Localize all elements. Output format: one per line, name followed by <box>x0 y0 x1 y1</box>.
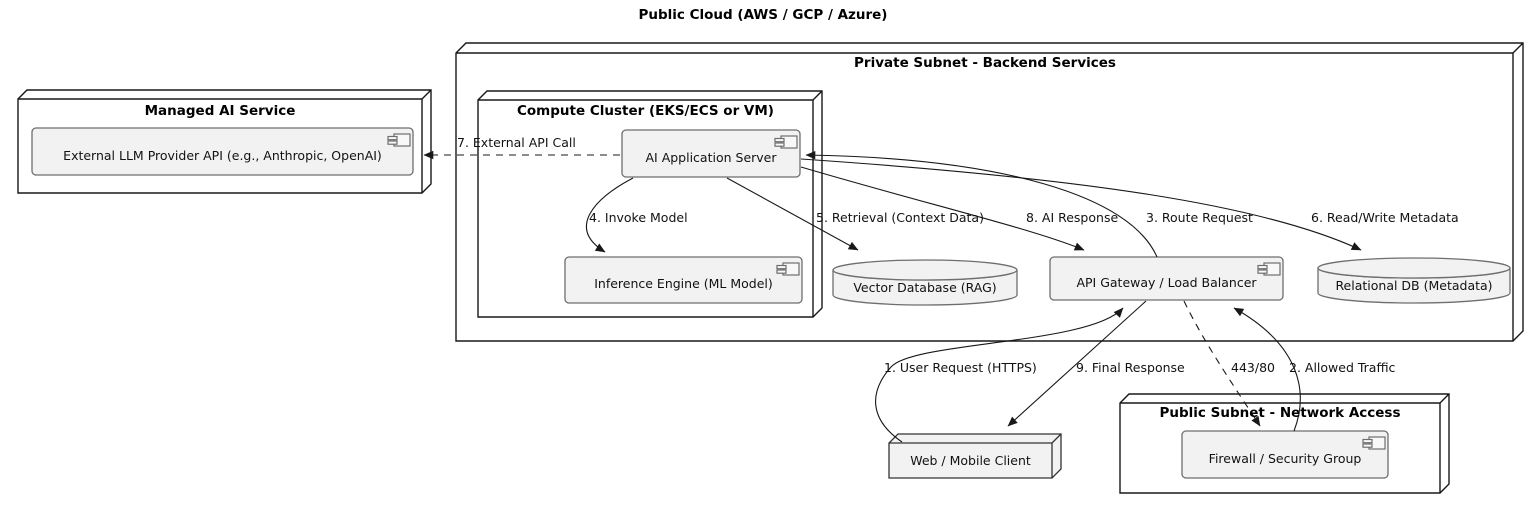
edge-label-2: 2. Allowed Traffic <box>1289 360 1396 375</box>
component-ai-app-server-label: AI Application Server <box>645 149 777 165</box>
node-web-client-box <box>888 433 1062 479</box>
edge-4-invoke-model <box>585 177 634 253</box>
component-api-gateway-box <box>1049 256 1284 301</box>
edge-9-final-response <box>1007 300 1147 427</box>
edge-label-6: 6. Read/Write Metadata <box>1311 210 1459 225</box>
edge-label-1: 1. User Request (HTTPS) <box>884 360 1037 375</box>
component-firewall-box <box>1181 430 1389 479</box>
component-api-gateway-label: API Gateway / Load Balancer <box>1076 274 1257 290</box>
edge-label-9: 9. Final Response <box>1076 360 1185 375</box>
edge-5-retrieval <box>726 177 859 251</box>
node-public-subnet-title: Public Subnet - Network Access <box>1159 405 1401 421</box>
db-vector-cylinder <box>832 259 1018 306</box>
diagram-title: Public Cloud (AWS / GCP / Azure) <box>638 7 888 23</box>
db-vector-label: Vector Database (RAG) <box>853 279 997 295</box>
edge-label-443: 443/80 <box>1231 360 1275 375</box>
edge-6-read-write-metadata <box>800 158 1362 251</box>
node-compute-cluster-title: Compute Cluster (EKS/ECS or VM) <box>517 103 774 119</box>
component-ai-app-server-box <box>621 129 801 178</box>
component-inference-engine-label: Inference Engine (ML Model) <box>594 276 773 291</box>
edge-label-3: 3. Route Request <box>1146 210 1253 225</box>
component-inference-engine-box <box>564 256 803 304</box>
edge-label-7: 7. External API Call <box>457 135 576 150</box>
edge-label-5: 5. Retrieval (Context Data) <box>816 210 984 225</box>
edge-2-allowed-traffic <box>1233 307 1301 432</box>
node-web-client-label: Web / Mobile Client <box>910 453 1031 468</box>
component-firewall-label: Firewall / Security Group <box>1208 450 1362 466</box>
component-external-llm-box <box>31 127 414 176</box>
edge-3-route-request <box>805 150 1158 258</box>
component-external-llm-label: External LLM Provider API (e.g., Anthrop… <box>63 147 382 163</box>
edge-label-8: 8. AI Response <box>1026 210 1119 225</box>
db-relational-label: Relational DB (Metadata) <box>1335 277 1493 293</box>
edge-8-ai-response <box>800 166 1085 251</box>
node-private-subnet-title: Private Subnet - Backend Services <box>854 55 1116 71</box>
edge-1-user-request <box>875 307 1124 443</box>
node-managed-ai-title: Managed AI Service <box>144 103 296 119</box>
db-relational-cylinder <box>1317 257 1511 304</box>
edge-443-80 <box>1183 300 1261 427</box>
edge-label-4: 4. Invoke Model <box>589 210 688 225</box>
